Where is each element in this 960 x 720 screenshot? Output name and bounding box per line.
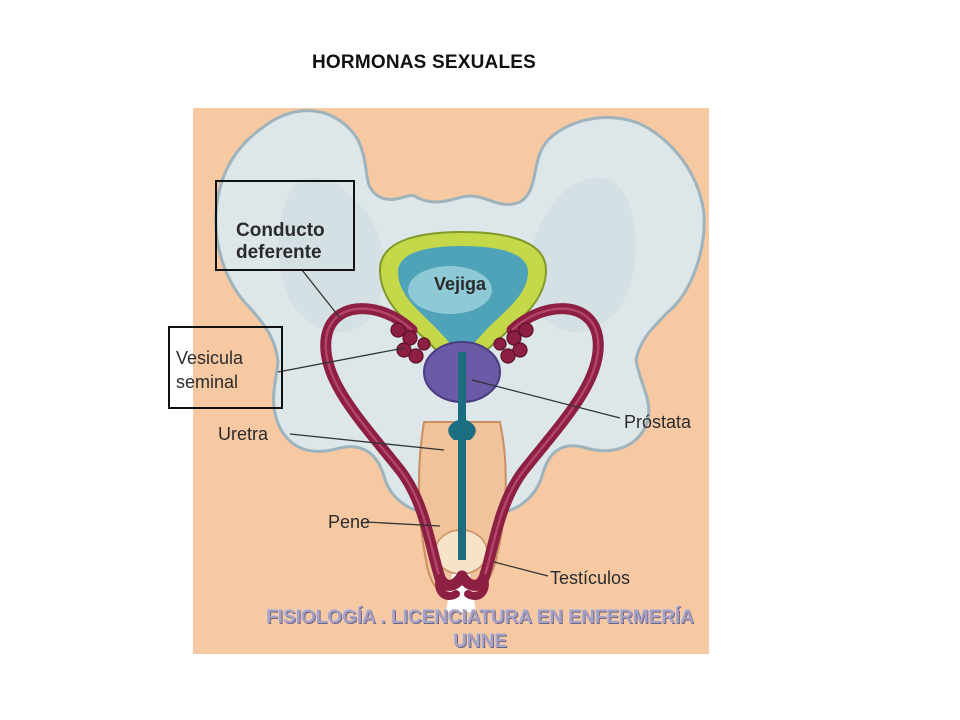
testicles <box>435 574 489 600</box>
label-vesicula-line1: Vesicula <box>176 348 244 368</box>
vas-deferens-left-highlight <box>324 307 442 579</box>
footer-line-2: UNNE <box>453 631 507 652</box>
label-uretra: Uretra <box>218 424 269 444</box>
leader-lines <box>277 269 621 577</box>
conducto-highlight-box <box>215 180 355 271</box>
seminal-vesicle-left <box>390 322 431 364</box>
pelvis-inner-shade <box>278 177 385 333</box>
vesicula-highlight-box <box>168 326 283 409</box>
vas-deferens-right-highlight <box>482 307 600 579</box>
label-conducto-line1: Conducto <box>236 220 325 241</box>
label-vesicula-line2: seminal <box>176 372 238 392</box>
label-conducto-line2: deferente <box>236 242 322 263</box>
pelvis-inner-shade-right <box>529 177 636 333</box>
urethra <box>448 352 476 560</box>
label-prostata: Próstata <box>624 412 692 432</box>
label-pene: Pene <box>328 512 370 532</box>
label-vejiga: Vejiga <box>434 274 487 294</box>
slide-footer: FISIOLOGÍA . LICENCIATURA EN ENFERMERÍA … <box>200 606 760 654</box>
bladder-highlight <box>408 266 492 314</box>
slide-title: HORMONAS SEXUALES <box>312 52 537 73</box>
footer-line-1: FISIOLOGÍA . LICENCIATURA EN ENFERMERÍA <box>266 607 694 628</box>
seminal-vesicle-right <box>493 322 534 364</box>
label-testiculos: Testículos <box>550 568 630 588</box>
